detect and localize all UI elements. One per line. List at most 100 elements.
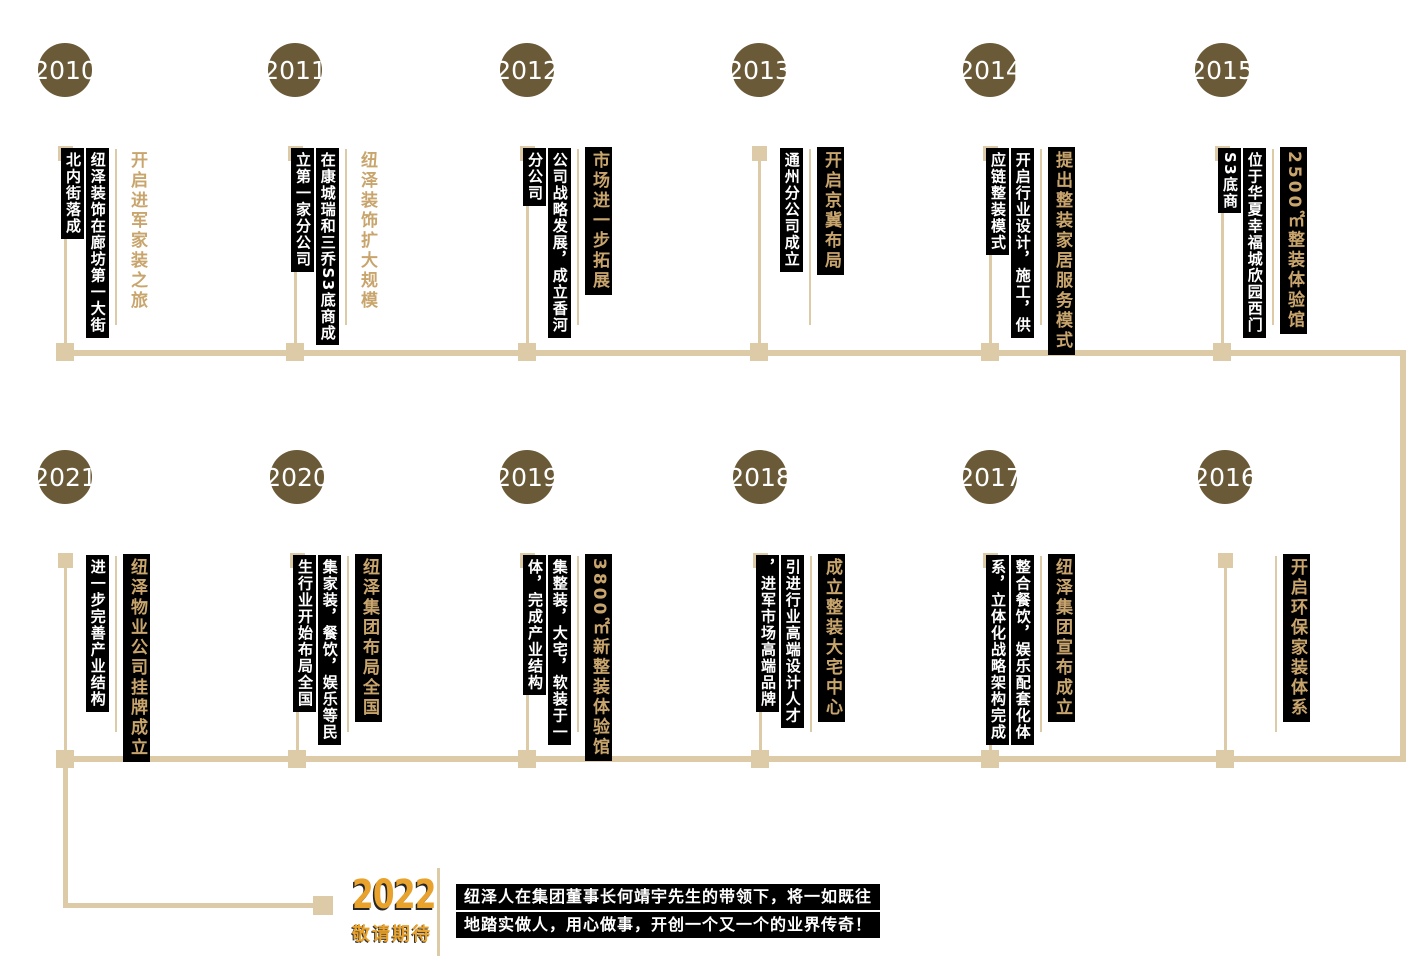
entry-divider [1039, 149, 1042, 325]
timeline-tick [58, 553, 73, 568]
milestone-detail: 集家装，餐饮，娱乐等民 [318, 555, 341, 745]
milestone-2014: 2014 提出整装家居服务模式 开启行业设计，施工，供 应链整装模式 [958, 43, 1133, 388]
milestone-2010: 2010 开启进军家装之旅 纽泽装饰在廊坊第一大街 北内街落成 [33, 43, 208, 388]
footer-year: 2022 [352, 872, 436, 918]
year-badge: 2019 [495, 450, 559, 504]
year-label: 2018 [728, 462, 792, 492]
milestone-detail: 应链整装模式 [986, 148, 1009, 255]
milestone-detail: 北内街落成 [61, 148, 84, 239]
entry-divider [576, 149, 579, 325]
timeline-tick [1218, 553, 1233, 568]
timeline-line-bottom [58, 756, 1406, 762]
milestone-2021: 2021 纽泽物业公司挂牌成立 进一步完善产业结构 [33, 450, 208, 795]
year-label: 2011 [263, 55, 327, 85]
milestone-entry: 纽泽物业公司挂牌成立 进一步完善产业结构 [86, 554, 150, 762]
timeline-endpoint-2022 [313, 896, 333, 915]
year-badge: 2010 [33, 43, 97, 97]
entry-divider [1039, 556, 1042, 732]
timeline-node [981, 750, 999, 768]
year-badge: 2012 [495, 43, 559, 97]
milestone-detail: 开启行业设计，施工，供 [1011, 148, 1034, 338]
entry-divider [346, 556, 349, 732]
year-label: 2020 [265, 462, 329, 492]
year-label: 2017 [958, 462, 1022, 492]
milestone-title: 市场进一步拓展 [584, 147, 612, 295]
timeline-line-top [58, 350, 1406, 356]
milestone-detail: 集整装，大宅，软装于一 [548, 555, 571, 745]
year-badge: 2018 [728, 450, 792, 504]
milestone-title: 成立整装大宅中心 [817, 554, 845, 722]
year-label: 2014 [958, 55, 1022, 85]
milestone-detail: 体，完成产业结构 [523, 555, 546, 695]
milestone-title: 纽泽物业公司挂牌成立 [122, 554, 150, 762]
timeline-tick [752, 146, 767, 161]
milestone-2019: 2019 3800㎡新整装体验馆 集整装，大宅，软装于一 体，完成产业结构 [495, 450, 670, 795]
milestone-entry: 纽泽集团布局全国 集家装，餐饮，娱乐等民 生行业开始布局全国 [293, 554, 382, 745]
footer-message-line-1: 纽泽人在集团董事长何靖宇先生的带领下，将一如既往 [456, 884, 881, 910]
entry-divider [808, 149, 811, 325]
milestone-entry: 开启京冀布局 通州分公司成立 [780, 147, 844, 325]
milestone-detail: 立第一家分公司 [291, 148, 314, 272]
entry-divider [1274, 556, 1277, 732]
timeline-stem [64, 566, 67, 759]
milestone-2011: 2011 纽泽装饰扩大规模 在康城瑞和三乔S3底商成 立第一家分公司 [263, 43, 438, 388]
milestone-entry: 开启进军家装之旅 纽泽装饰在廊坊第一大街 北内街落成 [61, 147, 150, 338]
milestone-detail: 在康城瑞和三乔S3底商成 [316, 148, 339, 346]
timeline-stem [1221, 159, 1224, 352]
milestone-2015: 2015 2500㎡整装体验馆 位于华夏幸福城欣园西门 S3底商 [1190, 43, 1365, 388]
milestone-entry: 3800㎡新整装体验馆 集整装，大宅，软装于一 体，完成产业结构 [523, 554, 612, 762]
footer-subtitle: 敬请期待 [352, 924, 432, 945]
year-label: 2016 [1193, 462, 1257, 492]
year-label: 2019 [495, 462, 559, 492]
milestone-entry: 2500㎡整装体验馆 位于华夏幸福城欣园西门 S3底商 [1218, 147, 1307, 338]
milestone-2020: 2020 纽泽集团布局全国 集家装，餐饮，娱乐等民 生行业开始布局全国 [265, 450, 440, 795]
timeline-node [751, 750, 769, 768]
milestone-2017: 2017 纽泽集团宣布成立 整合餐饮，娱乐配套化体 系，立体化战略架构完成 [958, 450, 1133, 795]
entry-divider [1271, 149, 1274, 325]
milestone-detail: 整合餐饮，娱乐配套化体 [1011, 555, 1034, 745]
timeline-node [1213, 343, 1231, 361]
milestone-title: 纽泽装饰扩大规模 [357, 151, 377, 311]
milestone-entry: 提出整装家居服务模式 开启行业设计，施工，供 应链整装模式 [986, 147, 1075, 355]
year-label: 2010 [33, 55, 97, 85]
milestone-title: 开启进军家装之旅 [127, 151, 147, 311]
timeline-stem [758, 159, 761, 352]
footer-divider [437, 868, 440, 956]
year-badge: 2021 [33, 450, 97, 504]
milestone-title: 3800㎡新整装体验馆 [584, 554, 612, 762]
milestone-title: 开启京冀布局 [816, 147, 844, 275]
year-badge: 2015 [1190, 43, 1254, 97]
year-badge: 2013 [727, 43, 791, 97]
milestone-entry: 成立整装大宅中心 引进行业高端设计人才 ，进军市场高端品牌 [756, 554, 845, 732]
year-label: 2021 [33, 462, 97, 492]
timeline-connector-right [1400, 350, 1406, 762]
timeline-connector-2022 [63, 760, 68, 908]
milestone-detail: ，进军市场高端品牌 [756, 555, 779, 712]
milestone-detail: 公司战略发展，成立香河 [548, 148, 571, 338]
milestone-entry: 市场进一步拓展 公司战略发展，成立香河 分公司 [523, 147, 612, 338]
entry-divider [809, 556, 812, 732]
milestone-entry: 开启环保家装体系 [1271, 554, 1310, 732]
year-badge: 2020 [265, 450, 329, 504]
milestone-detail: 系，立体化战略架构完成 [986, 555, 1009, 745]
timeline-node [1216, 750, 1234, 768]
milestone-title: 纽泽集团宣布成立 [1047, 554, 1075, 722]
milestone-detail: 进一步完善产业结构 [86, 555, 109, 712]
milestone-2018: 2018 成立整装大宅中心 引进行业高端设计人才 ，进军市场高端品牌 [728, 450, 903, 795]
timeline-node [981, 343, 999, 361]
entry-divider [114, 556, 117, 732]
footer-message-line-2: 地踏实做人，用心做事，开创一个又一个的业界传奇！ [456, 912, 881, 938]
timeline-node [56, 343, 74, 361]
timeline-node [288, 750, 306, 768]
milestone-2013: 2013 开启京冀布局 通州分公司成立 [727, 43, 902, 388]
milestone-title: 2500㎡整装体验馆 [1279, 147, 1307, 335]
timeline-node [56, 750, 74, 768]
milestone-title: 提出整装家居服务模式 [1047, 147, 1075, 355]
milestone-entry: 纽泽集团宣布成立 整合餐饮，娱乐配套化体 系，立体化战略架构完成 [986, 554, 1075, 745]
milestone-detail: S3底商 [1218, 148, 1241, 214]
entry-divider [344, 149, 347, 325]
year-badge: 2011 [263, 43, 327, 97]
timeline-node [518, 343, 536, 361]
timeline-stem [64, 159, 67, 352]
